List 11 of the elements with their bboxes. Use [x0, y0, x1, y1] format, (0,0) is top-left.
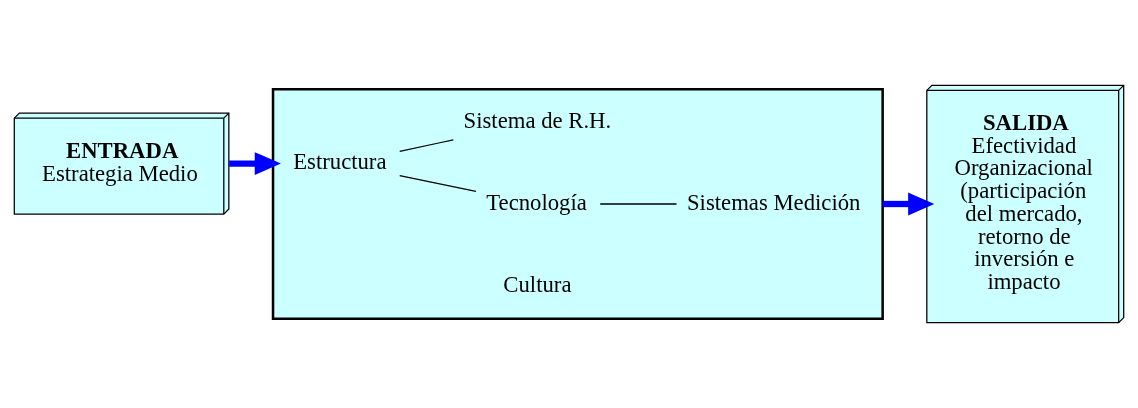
connector [399, 139, 454, 152]
node-text: Estructura [293, 149, 387, 175]
connector [399, 174, 477, 192]
node-text: Cultura [503, 271, 572, 297]
node-text: Sistema de R.H. [463, 107, 612, 133]
node-text: Sistemas Medición [687, 189, 861, 215]
connector [599, 203, 678, 205]
arrow [229, 152, 281, 176]
node-text: Tecnología [486, 189, 587, 215]
cluster [271, 87, 884, 321]
arrow [882, 192, 935, 216]
